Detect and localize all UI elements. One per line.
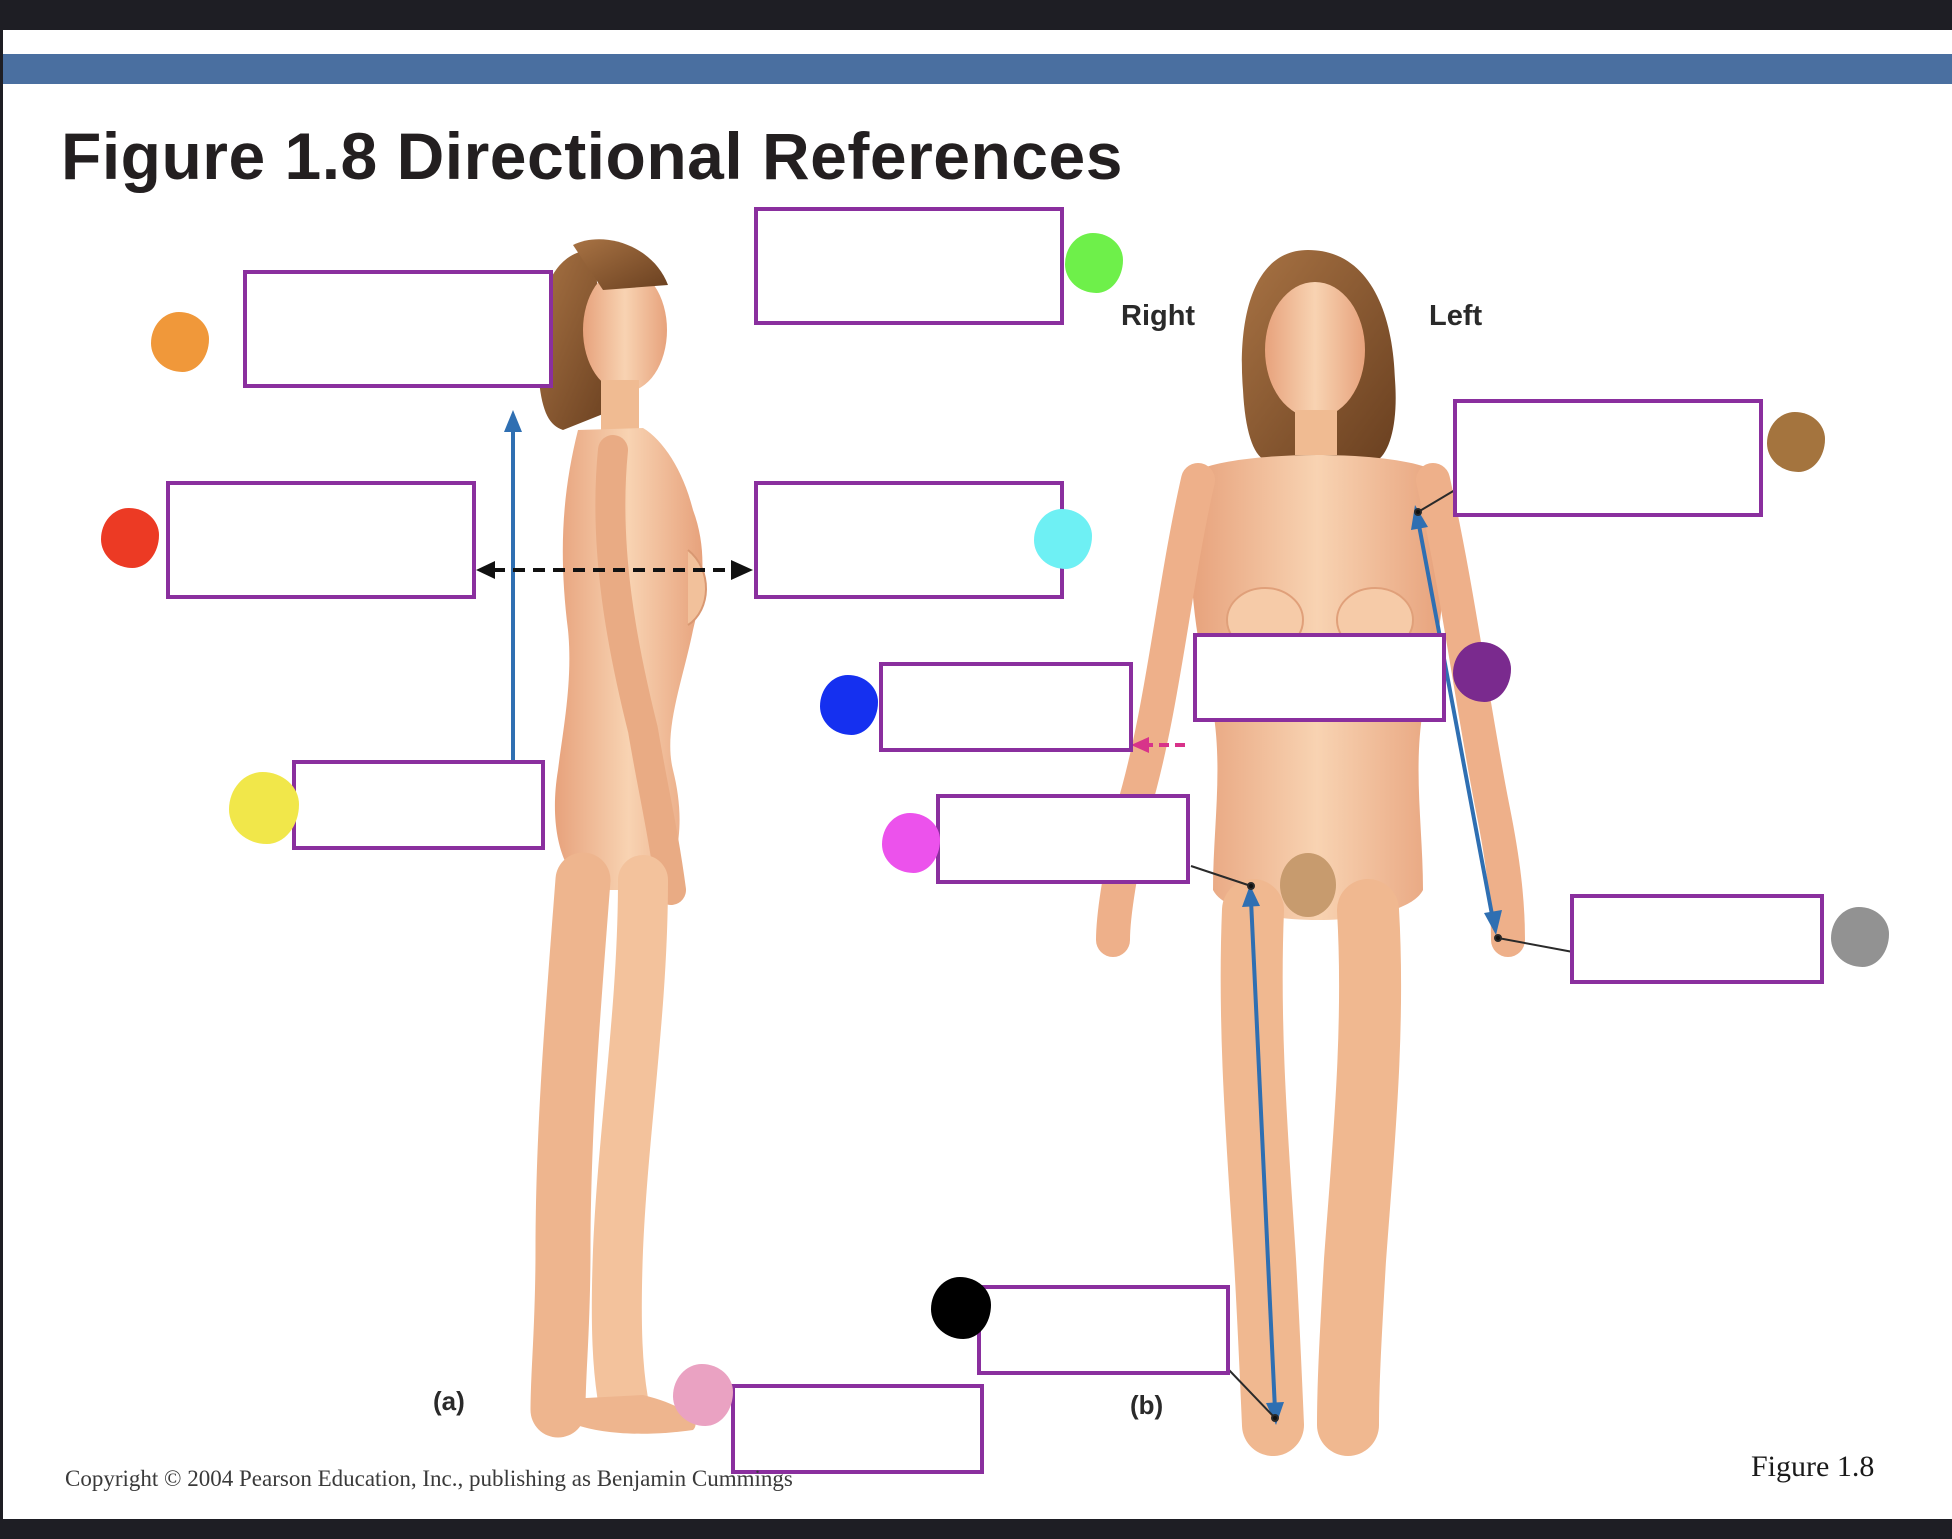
right-leg [1220, 879, 1304, 1456]
label-box-cephalic[interactable] [754, 207, 1064, 325]
label-box-inferior[interactable] [292, 760, 545, 850]
copyright-notice: Copyright © 2004 Pearson Education, Inc.… [65, 1466, 793, 1491]
label-box-lateral[interactable] [879, 662, 1133, 752]
arrow-superior-inferior [504, 410, 522, 800]
leader-lines [1190, 489, 1574, 1422]
anterior-view-figure [1096, 250, 1525, 1456]
body-illustration [476, 239, 1574, 1456]
figure-number: Figure 1.8 [1751, 1450, 1875, 1483]
head-lateral [583, 268, 667, 392]
arrow-posterior-anterior [476, 560, 753, 580]
right-arm [1096, 463, 1215, 957]
arrow-lateral-medial [1131, 737, 1188, 753]
left-label: Left [1429, 300, 1483, 332]
label-box-distal-hand[interactable] [1570, 894, 1824, 984]
arrow-proximal-distal-arm [1411, 505, 1502, 935]
label-box-proximal-leg[interactable] [936, 794, 1190, 884]
label-box-distal-foot[interactable] [977, 1285, 1230, 1375]
lateral-view-figure [530, 239, 707, 1438]
slide: Figure 1.8 Directional References [3, 30, 1952, 1519]
header-band [3, 54, 1952, 84]
marker-blue [820, 675, 878, 735]
marker-magenta [882, 813, 940, 873]
label-box-superior[interactable] [243, 270, 553, 388]
label-box-anterior[interactable] [754, 481, 1064, 599]
marker-cyan [1034, 509, 1092, 569]
marker-yellow [229, 772, 299, 844]
marker-green [1065, 233, 1123, 293]
label-box-proximal-arm[interactable] [1453, 399, 1763, 517]
label-box-caudal[interactable] [731, 1384, 984, 1474]
panel-a-label: (a) [433, 1386, 465, 1416]
head-anterior [1265, 282, 1365, 418]
label-box-medial[interactable] [1193, 633, 1446, 722]
right-label: Right [1121, 300, 1196, 332]
marker-brown [1767, 412, 1825, 472]
panel-b-label: (b) [1130, 1390, 1164, 1420]
marker-pink [673, 1364, 733, 1426]
marker-gray [1831, 907, 1889, 967]
label-box-posterior[interactable] [166, 481, 476, 599]
marker-orange [151, 312, 209, 372]
marker-black [931, 1277, 991, 1339]
left-arm [1416, 463, 1525, 957]
left-leg [1317, 879, 1402, 1456]
marker-red [101, 508, 159, 568]
arrow-proximal-distal-leg [1242, 885, 1284, 1425]
figure-title: Figure 1.8 Directional References [61, 119, 1123, 193]
marker-purple [1453, 642, 1511, 702]
